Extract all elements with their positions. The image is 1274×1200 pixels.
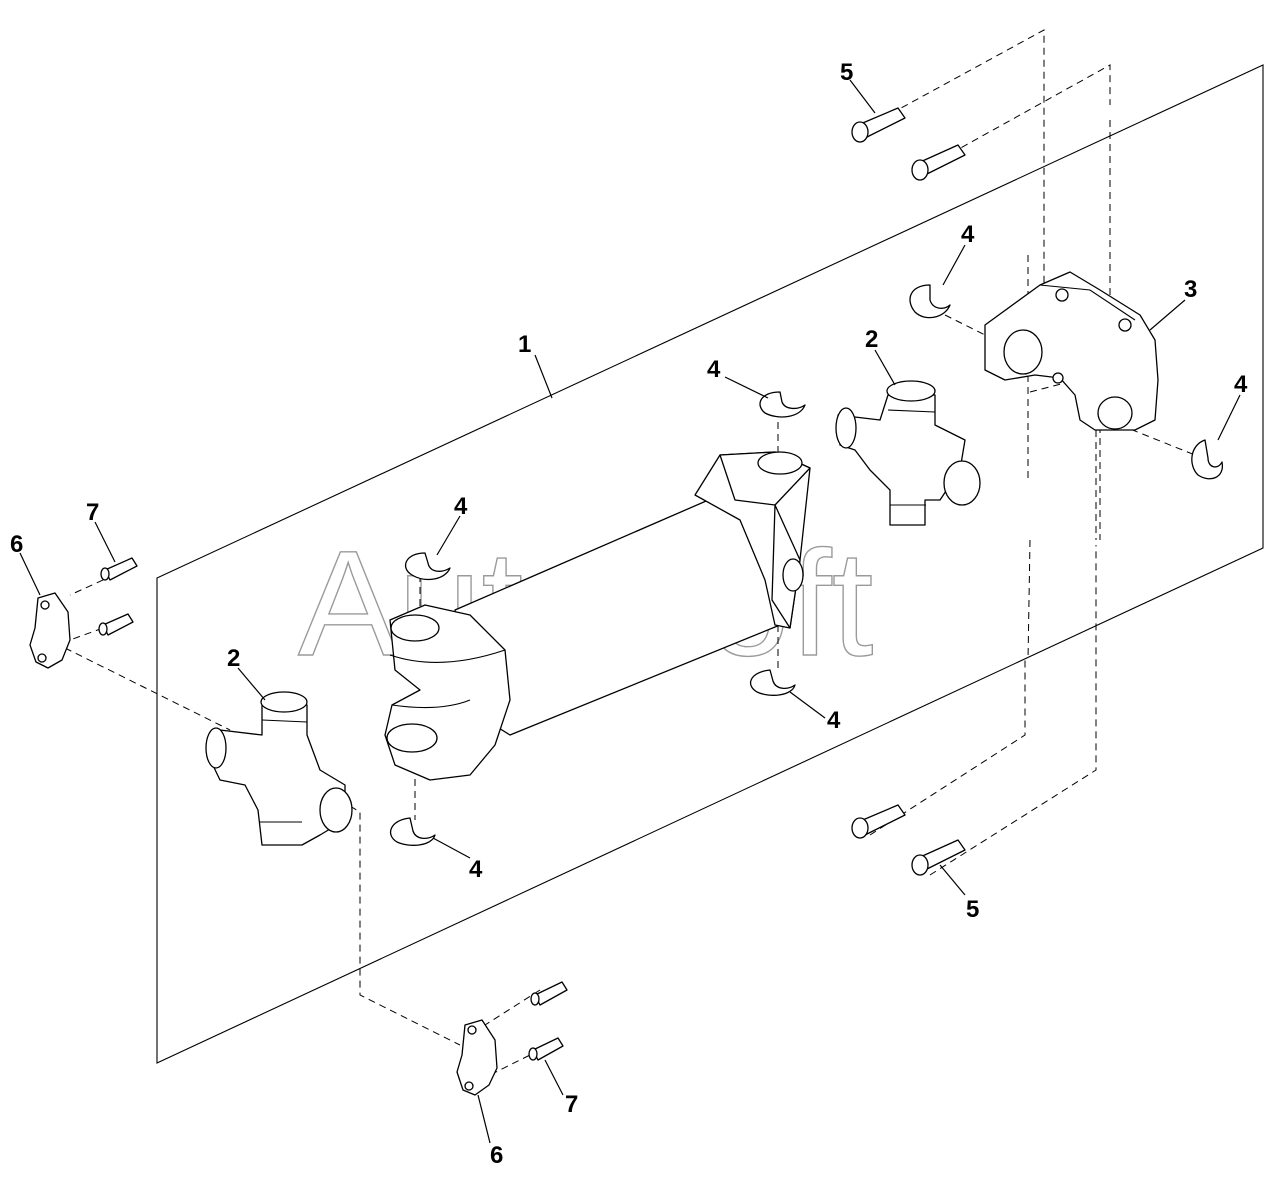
callout-2-left: 2 — [227, 645, 240, 672]
callout-7-left: 7 — [86, 499, 99, 526]
callout-2-right: 2 — [865, 326, 878, 353]
callout-6-left: 6 — [10, 531, 23, 558]
bolt-top-1 — [851, 107, 906, 143]
callout-4-top: 4 — [961, 221, 975, 248]
snap-ring-c — [404, 552, 451, 581]
bolt-bottom-1 — [851, 804, 906, 839]
bearing-strap-left — [29, 592, 71, 669]
snap-ring-f — [389, 817, 436, 846]
cap-screw-left-2 — [98, 613, 134, 636]
callout-7-bottom: 7 — [565, 1091, 578, 1118]
callout-labels: 1 2 2 3 4 4 4 4 4 4 5 5 6 6 7 7 — [10, 59, 1248, 1169]
callout-1: 1 — [518, 331, 531, 358]
callout-4-flange: 4 — [1234, 371, 1248, 398]
rear-yoke — [384, 604, 511, 781]
cap-screw-left-1 — [100, 557, 138, 581]
cap-screw-bottom-1 — [530, 981, 568, 1006]
bolt-bottom-2 — [911, 839, 966, 876]
flange-yoke — [984, 271, 1159, 431]
callout-4-rear-bottom: 4 — [469, 856, 483, 883]
snap-ring-a — [909, 284, 951, 319]
callout-4-yoke-bottom: 4 — [827, 707, 841, 734]
callout-5-bottom: 5 — [966, 896, 979, 923]
leader-lines — [19, 79, 1241, 1144]
assembly-boundary — [156, 64, 1264, 1064]
bearing-strap-bottom — [456, 1019, 498, 1096]
snap-ring-e — [1191, 439, 1223, 480]
callout-4-rear-top: 4 — [454, 493, 468, 520]
callout-5-top: 5 — [840, 59, 853, 86]
bolt-top-2 — [911, 144, 966, 181]
snap-ring-b — [759, 391, 806, 418]
front-yoke — [694, 451, 811, 629]
snap-ring-d — [749, 669, 796, 696]
callout-3: 3 — [1184, 276, 1197, 303]
callout-4-yoke-top: 4 — [707, 356, 721, 383]
u-joint-cross-left — [205, 691, 353, 846]
u-joint-cross-right — [835, 380, 981, 526]
callout-6-bottom: 6 — [490, 1142, 503, 1169]
cap-screw-bottom-2 — [528, 1037, 564, 1061]
